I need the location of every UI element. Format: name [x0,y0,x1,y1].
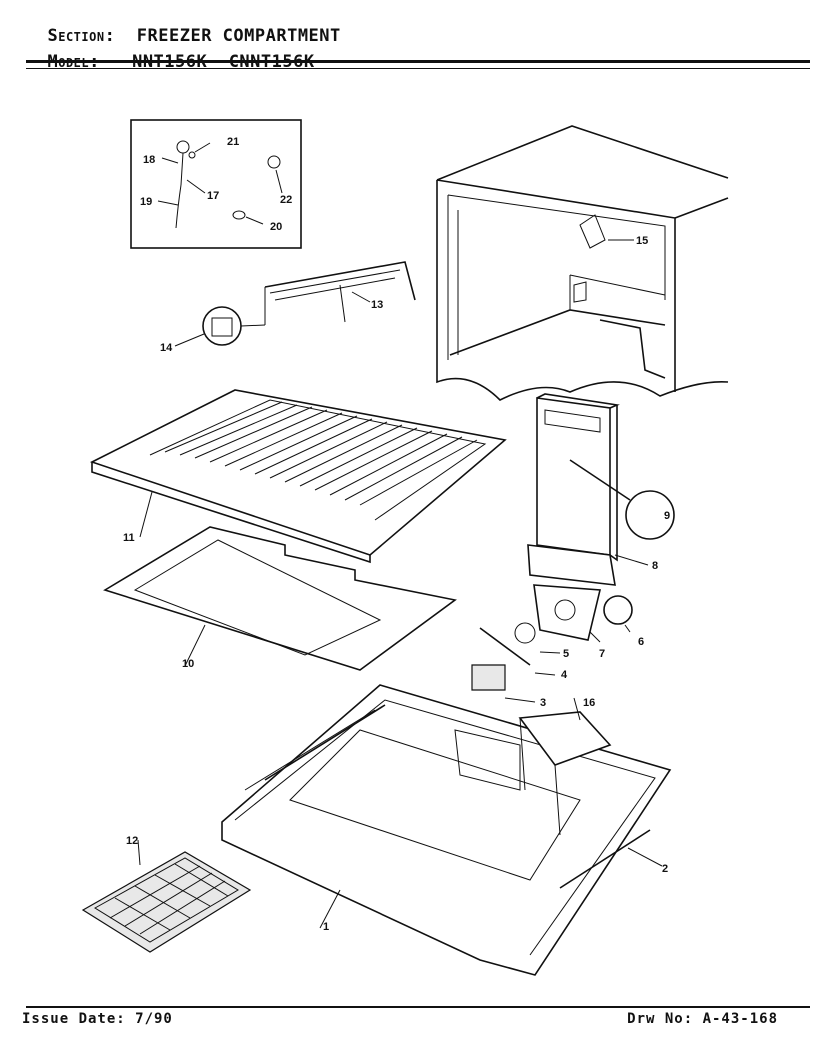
callout-6: 6 [638,636,644,648]
callout-4: 4 [561,669,568,681]
header-rule-thick [26,60,810,63]
callout-15: 15 [636,235,648,247]
inset-box [130,119,302,249]
callout-14: 14 [160,342,173,354]
callout-8: 8 [652,560,658,572]
section-title: FREEZER COMPARTMENT [136,26,341,46]
issue-date: Issue Date: 7/90 [22,1011,173,1027]
callout-3: 3 [540,697,546,709]
fan-assembly [471,584,633,703]
callout-1: 1 [323,921,329,933]
parts-diagram: 1 2 3 4 5 6 7 8 9 10 11 12 13 14 15 16 1… [81,119,729,976]
callout-9: 9 [664,510,670,522]
footer-rule [26,1006,810,1008]
rail-parts [174,261,416,347]
ice-tray [81,839,252,953]
callout-12: 12 [126,835,138,847]
callout-2: 2 [662,863,668,875]
header-rule-thin [26,68,810,69]
section-key: Section: [47,26,116,46]
callout-18: 18 [143,154,155,166]
callout-20: 20 [270,221,282,233]
callout-16: 16 [583,697,595,709]
callout-13: 13 [371,299,383,311]
freezer-shelf [89,389,507,564]
callout-10: 10 [182,658,194,670]
callout-19: 19 [140,196,152,208]
callout-11: 11 [123,532,135,544]
callout-21: 21 [227,136,239,148]
freezer-liner [221,684,672,976]
callout-7: 7 [599,648,605,660]
callout-22: 22 [280,194,292,206]
callout-5: 5 [563,648,569,660]
drawing-number: Drw No: A-43-168 [627,1011,778,1027]
section-line: Section: FREEZER COMPARTMENT [26,6,341,46]
cover-panel [103,526,457,671]
evaporator-cover [527,393,675,586]
cabinet [436,125,729,401]
callout-17: 17 [207,190,219,202]
